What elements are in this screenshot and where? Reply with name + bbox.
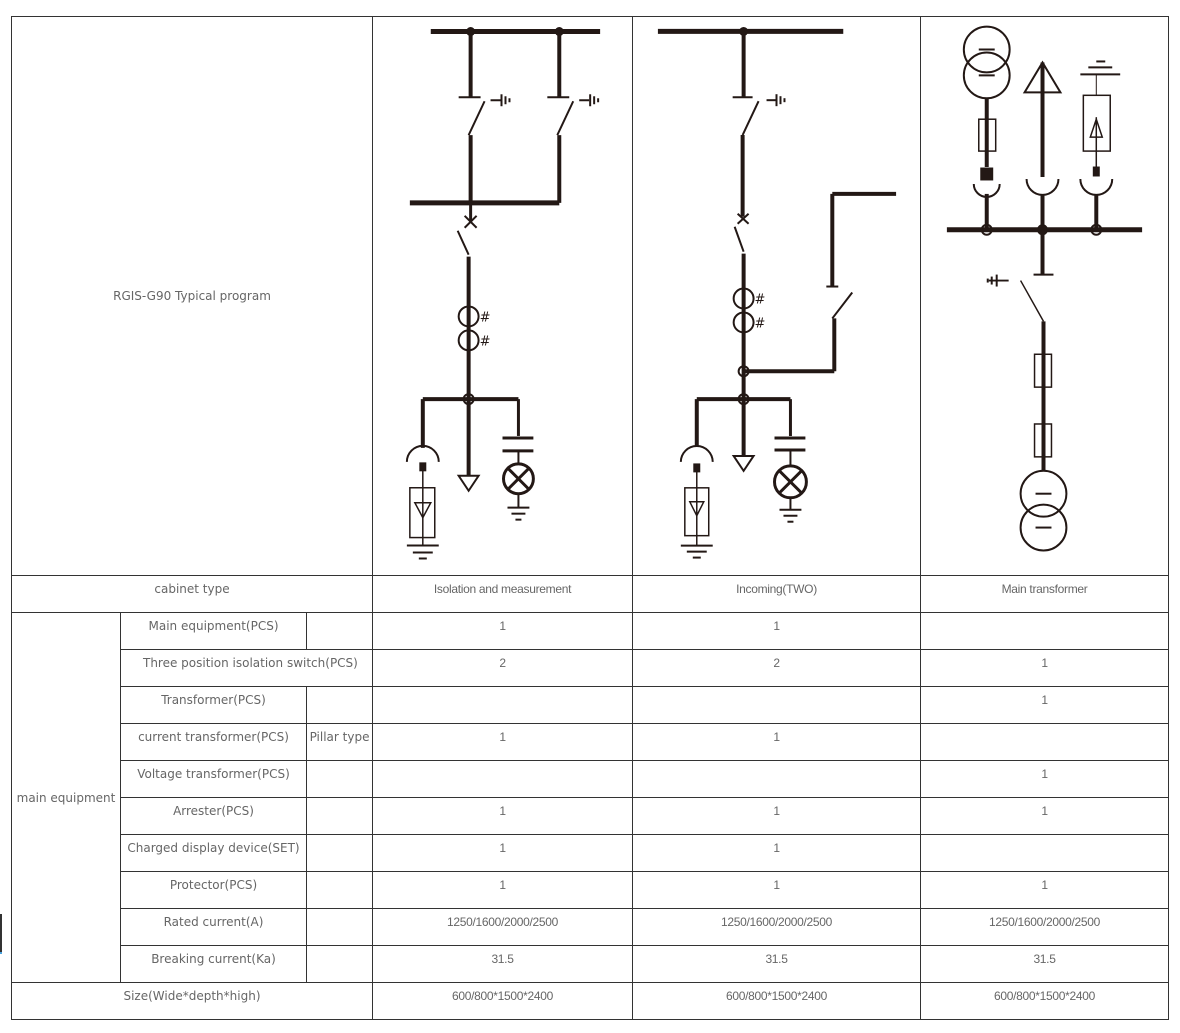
program-title: RGIS-G90 Typical program	[113, 289, 271, 303]
row-value: 1	[920, 649, 1170, 687]
row-value: 31.5	[920, 945, 1170, 983]
row-label: Main equipment(PCS)	[120, 612, 307, 650]
row-label: Voltage transformer(PCS)	[120, 760, 307, 798]
row-label: Arrester(PCS)	[120, 797, 307, 835]
size-label: Size(Wide*depth*high)	[10, 982, 374, 1020]
row-label: Charged display device(SET)	[120, 834, 307, 872]
row-value: 1250/1600/2000/2500	[632, 908, 922, 946]
row-value: 1	[632, 612, 922, 650]
size-value: 600/800*1500*2400	[920, 982, 1170, 1020]
row-sub-label	[305, 945, 374, 983]
row-sub-label	[305, 612, 374, 650]
row-value: 1	[372, 834, 634, 872]
svg-text:#: #	[755, 316, 766, 331]
incoming-two-diagram: # #	[632, 16, 922, 576]
row-value: 31.5	[632, 945, 922, 983]
diagram-row: RGIS-G90 Typical program	[10, 16, 1170, 576]
row-label: Rated current(A)	[120, 908, 307, 946]
svg-text:#: #	[480, 310, 491, 325]
row-sub-label	[305, 686, 374, 724]
row-label: Three position isolation switch(PCS)	[119, 649, 374, 687]
incoming-two-schematic: # #	[657, 26, 897, 559]
row-value: 1	[632, 797, 922, 835]
cabinet-type-label: cabinet type	[10, 575, 374, 613]
row-value	[920, 612, 1170, 650]
row-value: 1	[372, 723, 634, 761]
row-value: 1	[372, 612, 634, 650]
spec-table: RGIS-G90 Typical program	[10, 16, 1170, 1020]
row-value: 1	[372, 797, 634, 835]
row-value	[632, 686, 922, 724]
edge-artifact	[0, 914, 2, 954]
row-label: current transformer(PCS)	[120, 723, 307, 761]
row-value: 2	[372, 649, 634, 687]
size-value: 600/800*1500*2400	[372, 982, 634, 1020]
row-value	[920, 723, 1170, 761]
row-sub-label	[305, 908, 374, 946]
column-header-main-transformer: Main transformer	[920, 575, 1170, 613]
table-row: Voltage transformer(PCS) 1	[12, 760, 1170, 798]
row-value: 1	[920, 686, 1170, 724]
row-sub-label	[305, 871, 374, 909]
row-value: 1250/1600/2000/2500	[920, 908, 1170, 946]
row-value: 1	[632, 871, 922, 909]
row-value: 31.5	[372, 945, 634, 983]
row-value: 1250/1600/2000/2500	[372, 908, 634, 946]
row-value: 1	[632, 723, 922, 761]
row-sub-label	[305, 834, 374, 872]
row-value	[372, 686, 634, 724]
size-value: 600/800*1500*2400	[632, 982, 922, 1020]
row-value: 1	[920, 797, 1170, 835]
row-value	[920, 834, 1170, 872]
row-value: 2	[632, 649, 922, 687]
isolation-and-measurement-diagram: # #	[372, 16, 634, 576]
column-header-isolation: Isolation and measurement	[372, 575, 634, 613]
row-value: 1	[920, 871, 1170, 909]
row-value	[632, 760, 922, 798]
main-transformer-diagram	[920, 16, 1170, 576]
row-label: Protector(PCS)	[120, 871, 307, 909]
cabinet-type-row: cabinet type Isolation and measurement I…	[10, 575, 1170, 613]
row-value: 1	[632, 834, 922, 872]
row-sub-label	[305, 797, 374, 835]
row-value: 1	[920, 760, 1170, 798]
program-title-cell: RGIS-G90 Typical program	[10, 16, 374, 576]
main-transformer-schematic	[946, 25, 1143, 552]
table-row: Transformer(PCS) 1	[12, 686, 1170, 724]
isolation-and-measurement-schematic: # #	[405, 27, 601, 560]
row-label: Transformer(PCS)	[120, 686, 307, 724]
row-sub-label	[305, 760, 374, 798]
row-sub-label: Pillar type	[305, 723, 374, 761]
svg-text:#: #	[755, 292, 766, 307]
row-value: 1	[372, 871, 634, 909]
column-header-incoming: Incoming(TWO)	[632, 575, 922, 613]
row-label: Breaking current(Ka)	[120, 945, 307, 983]
group-label-main-equipment: main equipment	[11, 612, 121, 983]
svg-text:#: #	[480, 334, 491, 349]
row-value	[372, 760, 634, 798]
